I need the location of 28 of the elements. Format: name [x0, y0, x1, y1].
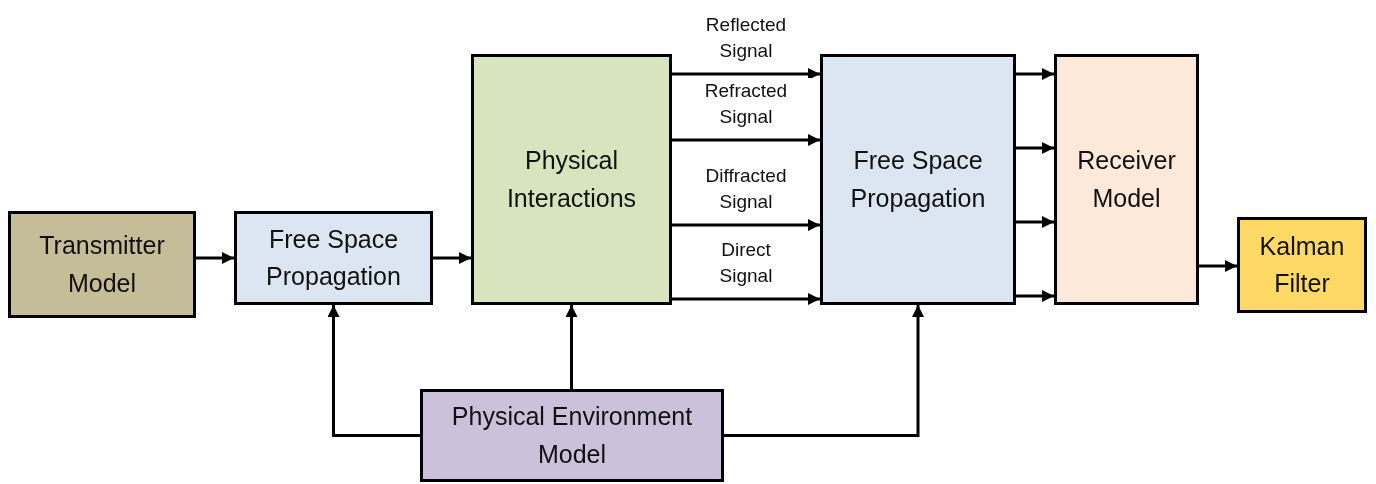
process-box	[8, 211, 196, 318]
arrow	[672, 293, 820, 305]
arrow	[1016, 68, 1054, 80]
box-label: Free Space Propagation	[265, 223, 402, 292]
box-label: Transmitter Model	[38, 230, 166, 299]
box-label: Kalman Filter	[1258, 230, 1346, 299]
arrow	[724, 305, 924, 437]
process-box	[820, 54, 1016, 305]
process-box	[1237, 217, 1367, 313]
arrow	[1016, 142, 1054, 154]
process-box	[471, 54, 672, 305]
box-label: Free Space Propagation	[849, 145, 987, 214]
arrow	[1016, 290, 1054, 302]
box-label: Receiver Model	[1076, 145, 1177, 214]
arrow	[433, 252, 471, 264]
arrow	[327, 305, 420, 437]
process-box	[234, 211, 433, 305]
arrow	[565, 305, 578, 389]
arrow	[672, 219, 820, 231]
arrow	[672, 134, 820, 146]
process-box	[1054, 54, 1199, 305]
arrow	[672, 68, 820, 80]
arrow	[1199, 260, 1237, 272]
arrow	[196, 252, 234, 264]
process-box	[420, 389, 724, 482]
box-label: Physical Interactions	[505, 145, 638, 214]
arrow	[1016, 216, 1054, 228]
box-label: Physical Environment Model	[450, 401, 694, 470]
